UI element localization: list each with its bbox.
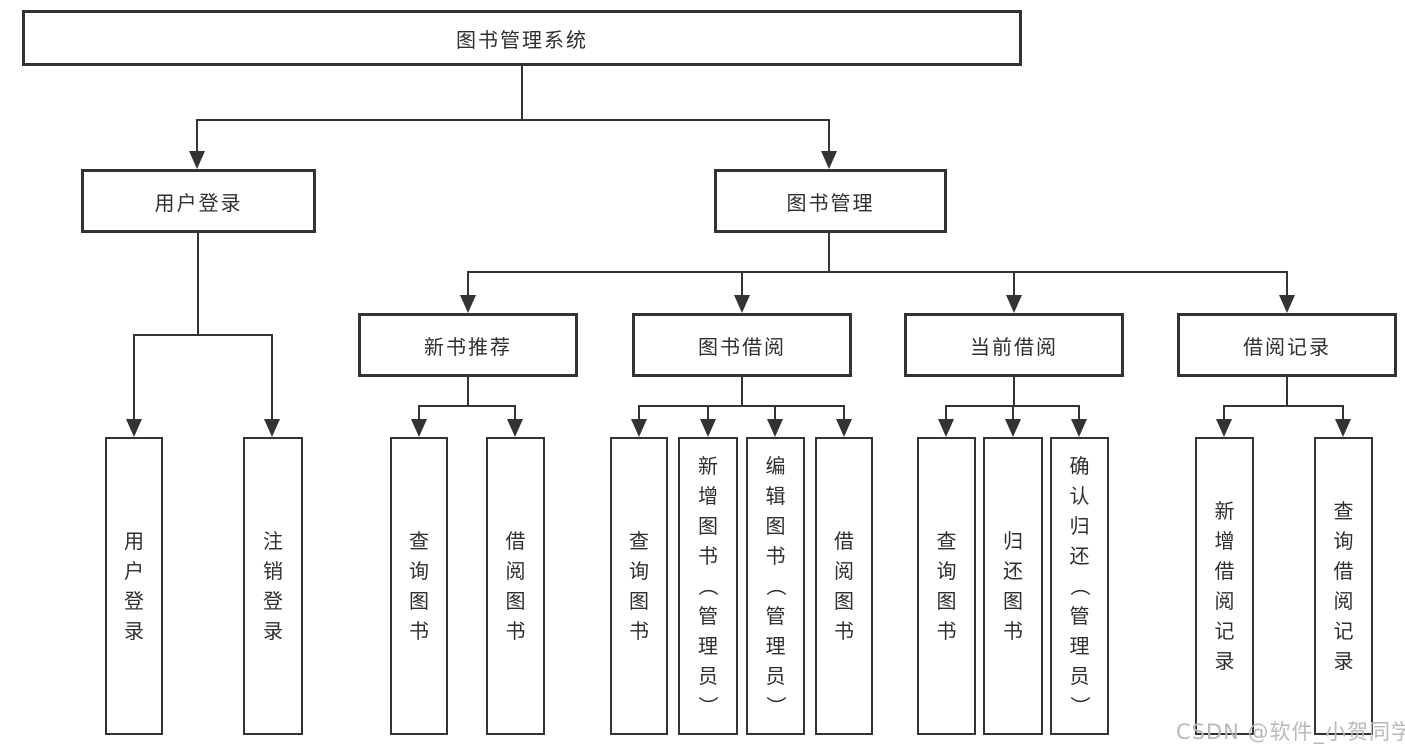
connector-line	[638, 405, 844, 407]
arrow-down-icon	[411, 419, 427, 437]
leaf-user-login-label: 用户登录	[124, 529, 144, 643]
leaf-borrowing-add-label: 新增图书（管理员）	[696, 454, 720, 716]
borrow-records-label: 借阅记录	[1243, 334, 1331, 359]
leaf-newbooks-query-box: 查询图书	[390, 437, 448, 735]
arrow-down-icon	[1006, 295, 1022, 313]
arrow-down-icon	[767, 419, 783, 437]
arrow-down-icon	[126, 419, 142, 437]
connector-line	[1078, 405, 1080, 421]
arrow-down-icon	[1279, 295, 1295, 313]
connector-line	[1223, 405, 1225, 421]
connector-line	[521, 66, 523, 120]
leaf-borrowing-query-box: 查询图书	[610, 437, 668, 735]
user-login-label: 用户登录	[154, 190, 243, 215]
connector-line	[467, 271, 1288, 273]
leaf-borrowing-edit-box: 编辑图书（管理员）	[746, 437, 805, 735]
new-books-box: 新书推荐	[358, 313, 578, 377]
connector-line	[1013, 377, 1015, 406]
connector-line	[1286, 377, 1288, 406]
arrow-down-icon	[938, 419, 954, 437]
arrow-down-icon	[189, 151, 205, 169]
leaf-records-query-label: 查询借阅记录	[1333, 499, 1354, 673]
leaf-records-add-box: 新增借阅记录	[1195, 437, 1254, 735]
connector-line	[133, 334, 135, 420]
book-management-box: 图书管理	[714, 169, 947, 233]
connector-line	[196, 119, 198, 153]
leaf-user-login-box: 用户登录	[105, 437, 163, 735]
connector-line	[197, 119, 830, 121]
arrow-down-icon	[836, 419, 852, 437]
connector-line	[1342, 405, 1344, 421]
connector-line	[741, 377, 743, 406]
arrow-down-icon	[821, 151, 837, 169]
arrow-down-icon	[734, 295, 750, 313]
leaf-current-query-box: 查询图书	[917, 437, 976, 735]
leaf-current-query-label: 查询图书	[936, 529, 957, 643]
leaf-current-confirm-label: 确认归还（管理员）	[1067, 454, 1092, 716]
connector-line	[774, 405, 776, 421]
connector-line	[418, 405, 420, 421]
arrow-down-icon	[700, 419, 716, 437]
arrow-down-icon	[1216, 419, 1232, 437]
arrow-down-icon	[1071, 419, 1087, 437]
leaf-records-add-label: 新增借阅记录	[1214, 499, 1235, 673]
leaf-logout-label: 注销登录	[263, 529, 283, 643]
book-borrowing-box: 图书借阅	[632, 313, 852, 377]
leaf-borrowing-borrow-label: 借阅图书	[834, 529, 854, 643]
csdn-watermark: CSDN @软件_小贺同学	[1176, 720, 1405, 744]
user-login-box: 用户登录	[81, 169, 316, 233]
connector-line	[638, 405, 640, 421]
leaf-borrowing-add-box: 新增图书（管理员）	[678, 437, 738, 735]
current-borrowing-box: 当前借阅	[904, 313, 1124, 377]
leaf-newbooks-query-label: 查询图书	[409, 529, 429, 643]
root-box: 图书管理系统	[22, 10, 1022, 66]
current-borrowing-label: 当前借阅	[970, 334, 1058, 359]
arrow-down-icon	[460, 295, 476, 313]
root-label: 图书管理系统	[456, 27, 588, 52]
connector-line	[828, 233, 830, 272]
connector-line	[945, 405, 947, 421]
arrow-down-icon	[264, 419, 280, 437]
connector-line	[271, 334, 273, 420]
leaf-logout-box: 注销登录	[243, 437, 303, 735]
connector-line	[828, 119, 830, 153]
leaf-newbooks-borrow-label: 借阅图书	[505, 529, 526, 643]
new-books-label: 新书推荐	[424, 334, 512, 359]
connector-line	[707, 405, 709, 421]
leaf-records-query-box: 查询借阅记录	[1314, 437, 1373, 735]
leaf-newbooks-borrow-box: 借阅图书	[486, 437, 545, 735]
leaf-current-return-box: 归还图书	[983, 437, 1043, 735]
connector-line	[467, 377, 469, 406]
arrow-down-icon	[631, 419, 647, 437]
connector-line	[741, 271, 743, 297]
book-borrowing-label: 图书借阅	[698, 334, 786, 359]
leaf-borrowing-query-label: 查询图书	[629, 529, 649, 643]
connector-line	[1013, 271, 1015, 297]
leaf-borrowing-borrow-box: 借阅图书	[815, 437, 873, 735]
connector-line	[843, 405, 845, 421]
connector-line	[1223, 405, 1343, 407]
connector-line	[1286, 271, 1288, 297]
book-management-label: 图书管理	[786, 190, 875, 215]
leaf-current-return-label: 归还图书	[1003, 529, 1023, 643]
connector-line	[197, 233, 199, 335]
borrow-records-box: 借阅记录	[1177, 313, 1397, 377]
arrow-down-icon	[1005, 419, 1021, 437]
arrow-down-icon	[1335, 419, 1351, 437]
connector-line	[133, 334, 273, 336]
leaf-borrowing-edit-label: 编辑图书（管理员）	[763, 454, 788, 716]
connector-line	[418, 405, 516, 407]
connector-line	[467, 271, 469, 297]
connector-line	[514, 405, 516, 421]
connector-line	[1012, 405, 1014, 421]
leaf-current-confirm-box: 确认归还（管理员）	[1050, 437, 1109, 735]
arrow-down-icon	[507, 419, 523, 437]
